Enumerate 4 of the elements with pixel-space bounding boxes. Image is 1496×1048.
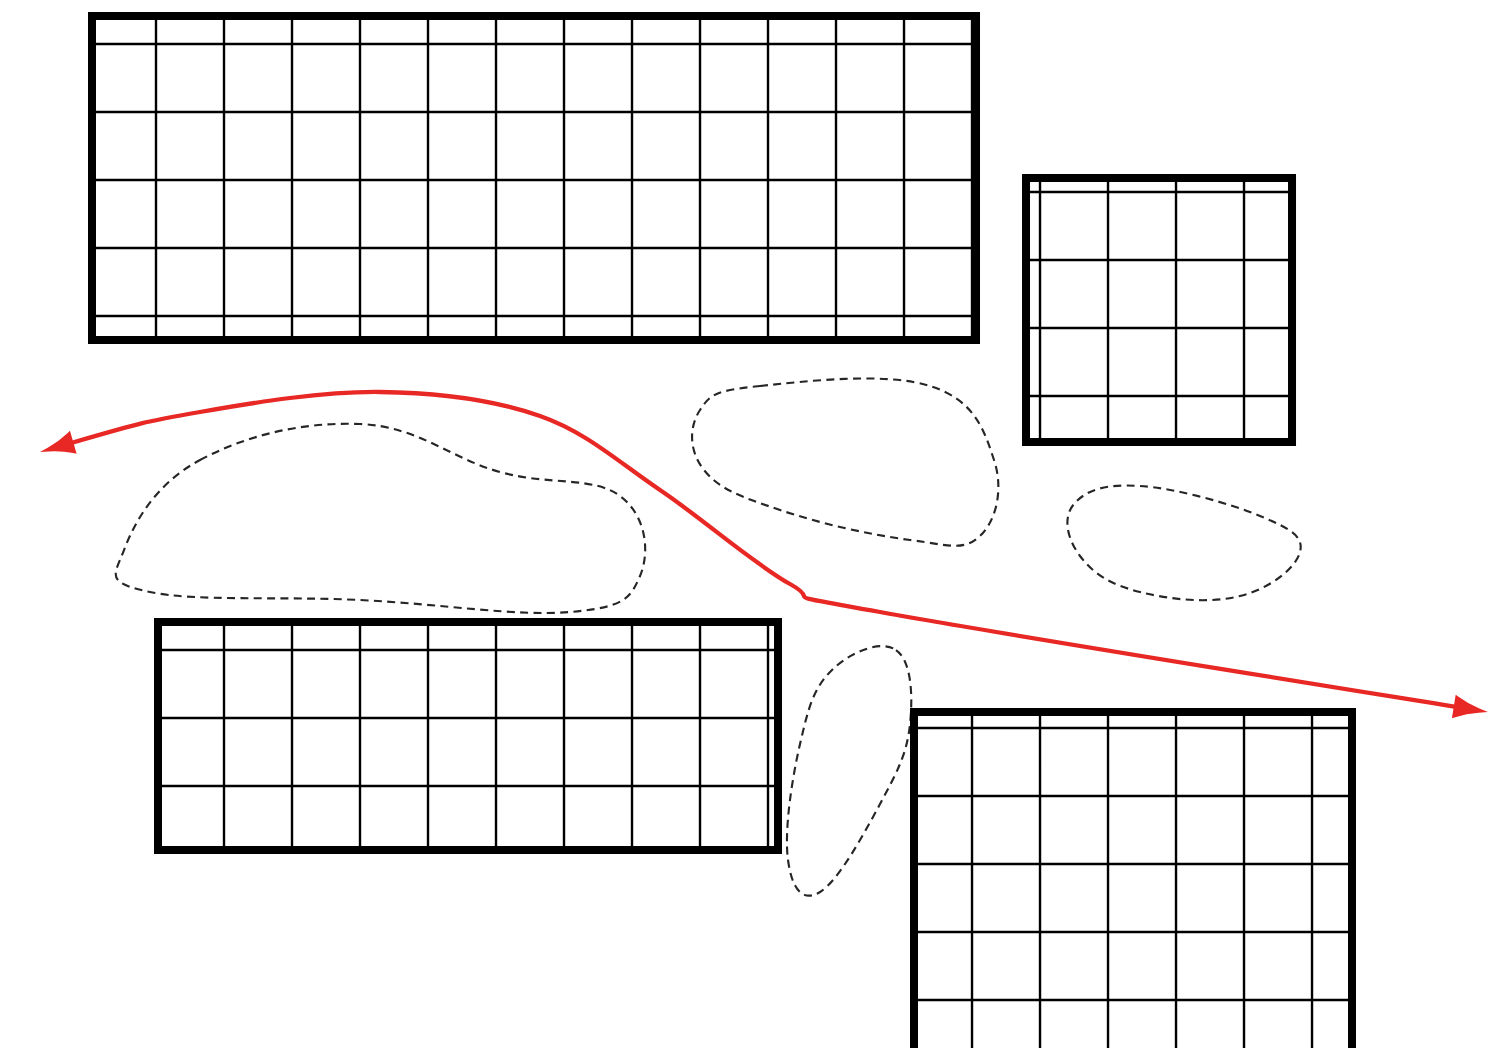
grid-box [910, 708, 1357, 1048]
dashed-blob [785, 645, 913, 897]
grid-box [1022, 174, 1296, 446]
grid-box [88, 12, 980, 344]
